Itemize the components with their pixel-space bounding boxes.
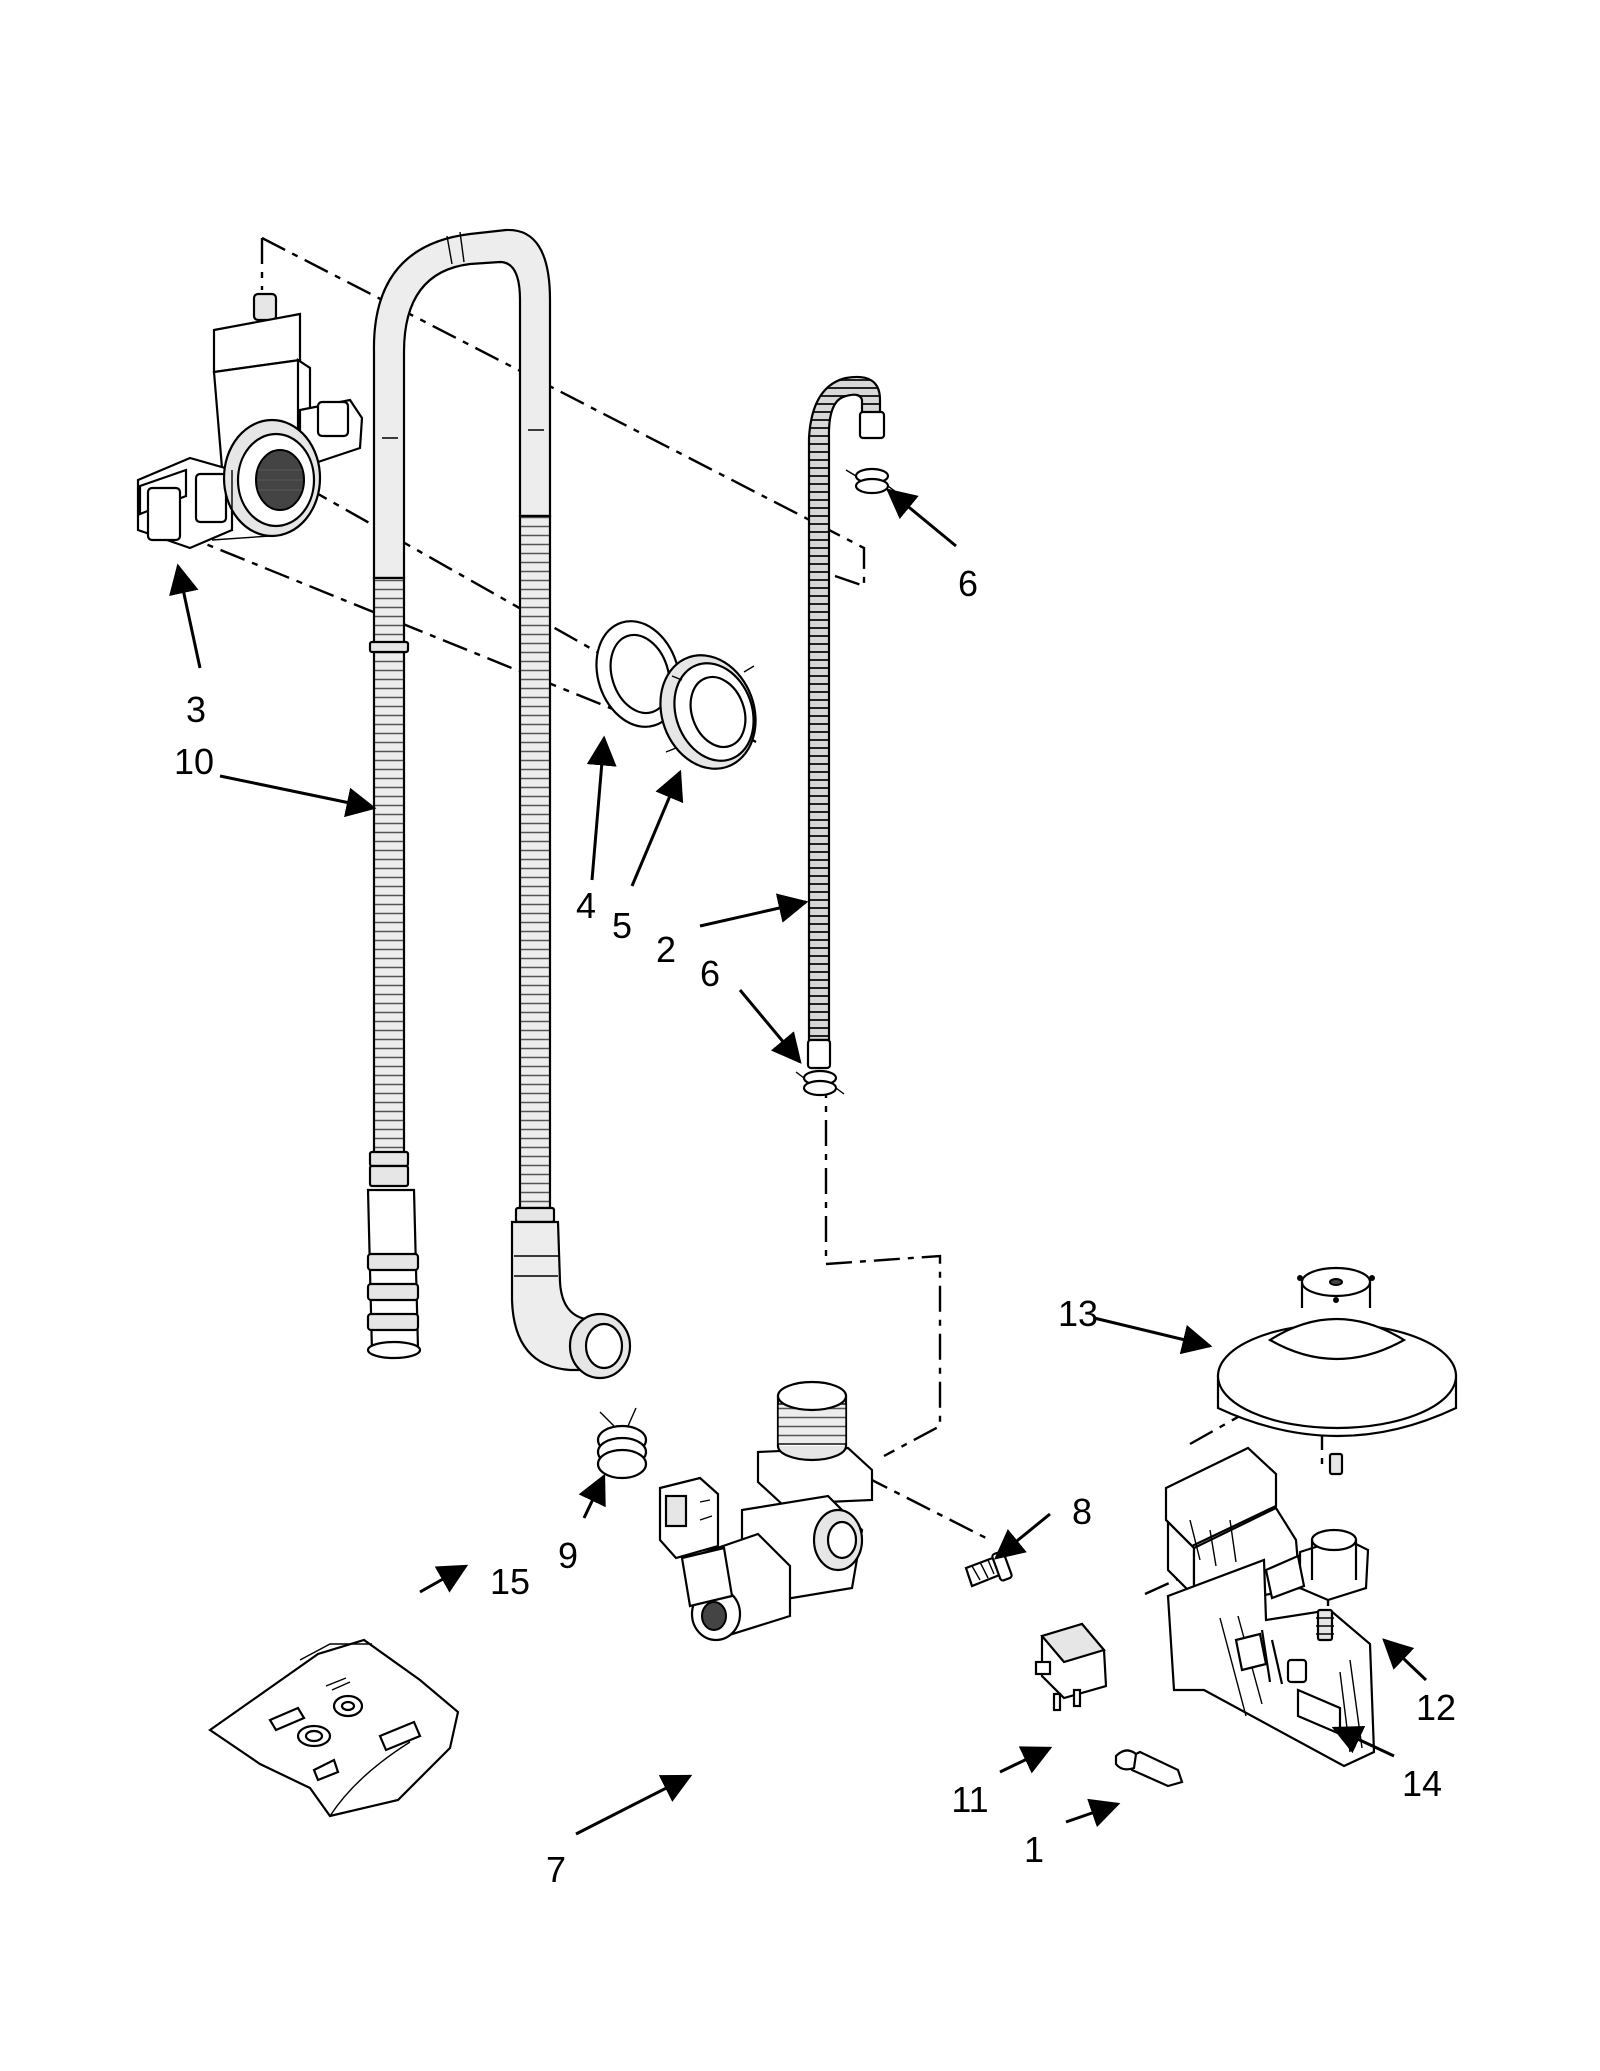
callout-3: 3 xyxy=(186,689,206,730)
callout-9: 9 xyxy=(558,1535,578,1576)
callout-1: 1 xyxy=(1024,1829,1044,1870)
callout-8: 8 xyxy=(1072,1491,1092,1532)
callout-5: 5 xyxy=(612,905,632,946)
hardware-bag-part-15 xyxy=(208,1638,460,1818)
callout-11: 11 xyxy=(951,1779,988,1820)
callout-13: 13 xyxy=(1058,1293,1098,1334)
callout-6-lower: 6 xyxy=(700,953,720,994)
gasket-part-4 xyxy=(595,620,681,728)
callout-arrows xyxy=(169,488,1428,1836)
callout-2: 2 xyxy=(656,929,676,970)
nut-part-5 xyxy=(659,654,757,770)
drain-hose-part-10 xyxy=(366,228,632,1380)
callout-12: 12 xyxy=(1416,1687,1456,1728)
callout-4: 4 xyxy=(576,885,596,926)
fill-hose-part-2 xyxy=(806,375,886,1070)
callout-labels: 3 10 4 5 2 6 6 9 7 8 15 13 12 14 11 1 xyxy=(174,563,1456,1890)
switch-lever-part-1 xyxy=(1114,1749,1184,1788)
float-part-13 xyxy=(1216,1266,1458,1476)
callout-7: 7 xyxy=(546,1849,566,1890)
hose-clamp-part-9 xyxy=(596,1407,648,1480)
callout-14: 14 xyxy=(1402,1763,1442,1804)
callout-6-upper: 6 xyxy=(958,563,978,604)
callout-10: 10 xyxy=(174,741,214,782)
water-inlet-valve-part-7 xyxy=(658,1380,874,1642)
float-switch-housing-part-14 xyxy=(1166,1558,1376,1768)
micro-switch-part-11 xyxy=(1034,1622,1108,1712)
drain-sump-housing-part-3 xyxy=(136,292,364,550)
screw-part-8 xyxy=(964,1550,1013,1588)
hose-clamp-lower-part-6 xyxy=(795,1069,845,1097)
callout-15: 15 xyxy=(490,1561,530,1602)
